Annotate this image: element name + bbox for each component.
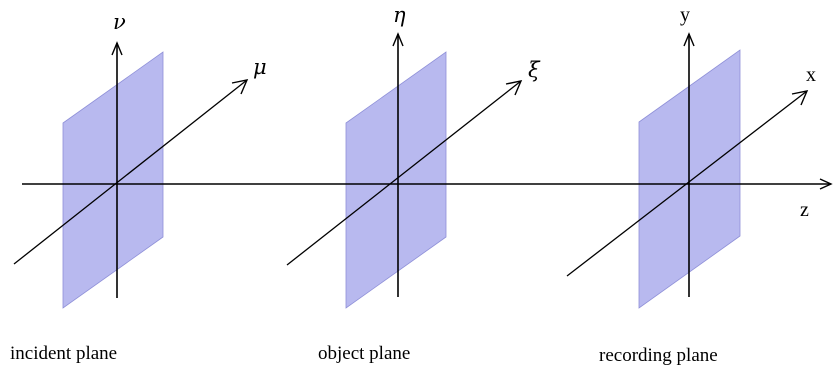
recording-plane-caption: recording plane: [599, 345, 718, 366]
incident-plane-group: ν μ incident plane: [10, 10, 267, 364]
z-axis-arrowhead: [819, 178, 833, 190]
z-axis-label: z: [800, 199, 809, 221]
recording-plane-group: y x recording plane: [566, 4, 816, 366]
object-oblique-arrowhead: [505, 80, 523, 96]
recording-oblique-arrowhead: [791, 90, 809, 106]
incident-vertical-axis-label: ν: [113, 10, 126, 34]
recording-vertical-arrowhead: [683, 32, 695, 47]
object-plane-caption: object plane: [318, 343, 410, 364]
object-vertical-axis-label: η: [393, 3, 406, 27]
recording-oblique-axis-label: x: [806, 64, 816, 86]
recording-vertical-axis-label: y: [680, 4, 690, 26]
object-vertical-arrowhead: [392, 32, 404, 47]
incident-plane-caption: incident plane: [10, 343, 117, 364]
incident-oblique-axis-label: μ: [253, 55, 267, 79]
object-oblique-axis: [286, 80, 522, 266]
object-oblique-axis-label: ξ: [528, 58, 541, 82]
incident-vertical-arrowhead: [111, 41, 123, 56]
incident-oblique-arrowhead: [231, 79, 249, 95]
incident-oblique-axis: [13, 79, 248, 265]
incident-plane: [62, 51, 164, 309]
z-axis-group: z: [22, 178, 833, 221]
object-plane-group: η ξ object plane: [286, 3, 541, 364]
